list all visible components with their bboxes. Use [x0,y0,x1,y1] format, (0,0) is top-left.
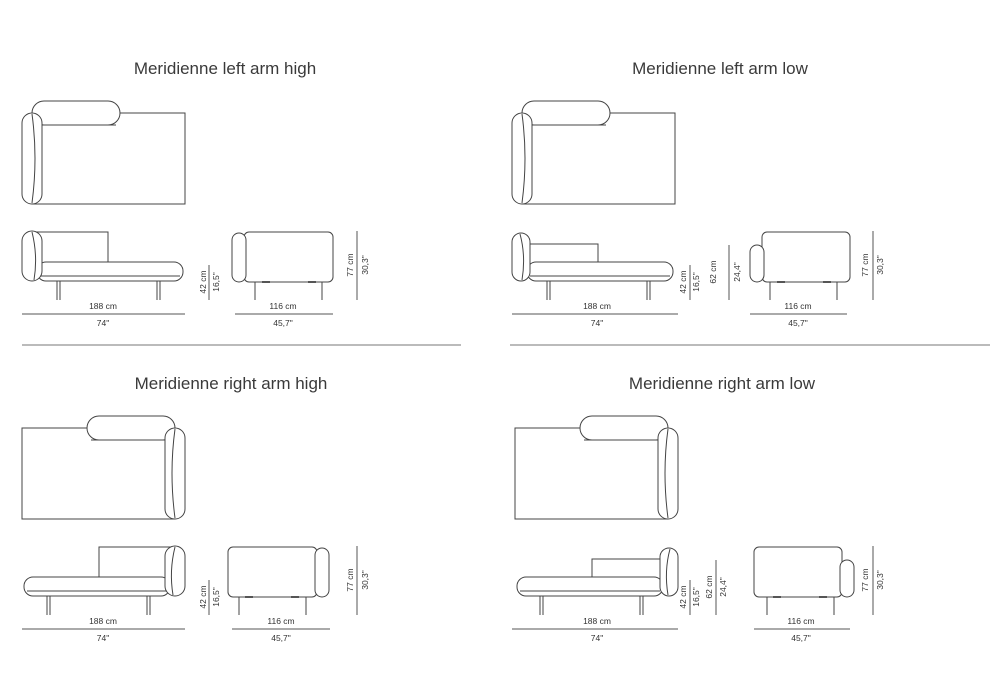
seat-height-in: 16,5" [691,272,701,292]
depth-in: 45,7" [273,318,293,328]
seat-height-in: 16,5" [691,587,701,607]
end-view-drawing [749,231,851,301]
panel-title: Meridienne left arm low [632,59,808,78]
seat-height-cm: 42 cm [678,270,688,293]
top-view-drawing [514,415,679,520]
depth-cm: 116 cm [269,301,296,311]
depth-in: 45,7" [271,633,291,643]
panel-title: Meridienne right arm high [135,374,328,393]
length-cm: 188 cm [89,616,117,626]
height-in: 30,3" [360,255,370,275]
length-in: 74" [591,633,603,643]
length-cm: 188 cm [89,301,117,311]
depth-in: 45,7" [791,633,811,643]
seat-height-cm: 42 cm [678,585,688,608]
panel-left-arm-low: Meridienne left arm low 188 cm 74" 42 cm… [511,59,885,328]
end-view-drawing [231,231,334,301]
panel-right-arm-high: Meridienne right arm high 188 cm 74" 42 … [21,374,370,643]
length-cm: 188 cm [583,301,611,311]
side-view-drawing [21,230,184,301]
arm-height-in: 24,4" [732,262,742,282]
arm-height-in: 24,4" [718,577,728,597]
height-cm: 77 cm [345,253,355,276]
seat-height-in: 16,5" [211,272,221,292]
arm-height-cm: 62 cm [708,260,718,283]
height-cm: 77 cm [860,568,870,591]
side-view-drawing [516,547,679,616]
height-in: 30,3" [875,255,885,275]
height-cm: 77 cm [860,253,870,276]
panel-title: Meridienne left arm high [134,59,316,78]
depth-cm: 116 cm [784,301,811,311]
length-in: 74" [591,318,603,328]
depth-cm: 116 cm [787,616,814,626]
depth-cm: 116 cm [267,616,294,626]
seat-height-in: 16,5" [211,587,221,607]
panel-title: Meridienne right arm low [629,374,816,393]
height-in: 30,3" [360,570,370,590]
depth-in: 45,7" [788,318,808,328]
height-cm: 77 cm [345,568,355,591]
length-in: 74" [97,633,109,643]
height-in: 30,3" [875,570,885,590]
end-view-drawing [227,546,330,616]
top-view-drawing [21,100,186,205]
panel-left-arm-high: Meridienne left arm high 188 cm 74" 42 c… [21,59,370,328]
length-in: 74" [97,318,109,328]
end-view-drawing [753,546,855,616]
seat-height-cm: 42 cm [198,585,208,608]
arm-height-cm: 62 cm [704,575,714,598]
top-view-drawing [511,100,676,205]
side-view-drawing [23,545,186,616]
top-view-drawing [21,415,186,520]
panel-right-arm-low: Meridienne right arm low 188 cm 74" 42 c… [512,374,885,643]
side-view-drawing [511,232,674,301]
length-cm: 188 cm [583,616,611,626]
seat-height-cm: 42 cm [198,270,208,293]
